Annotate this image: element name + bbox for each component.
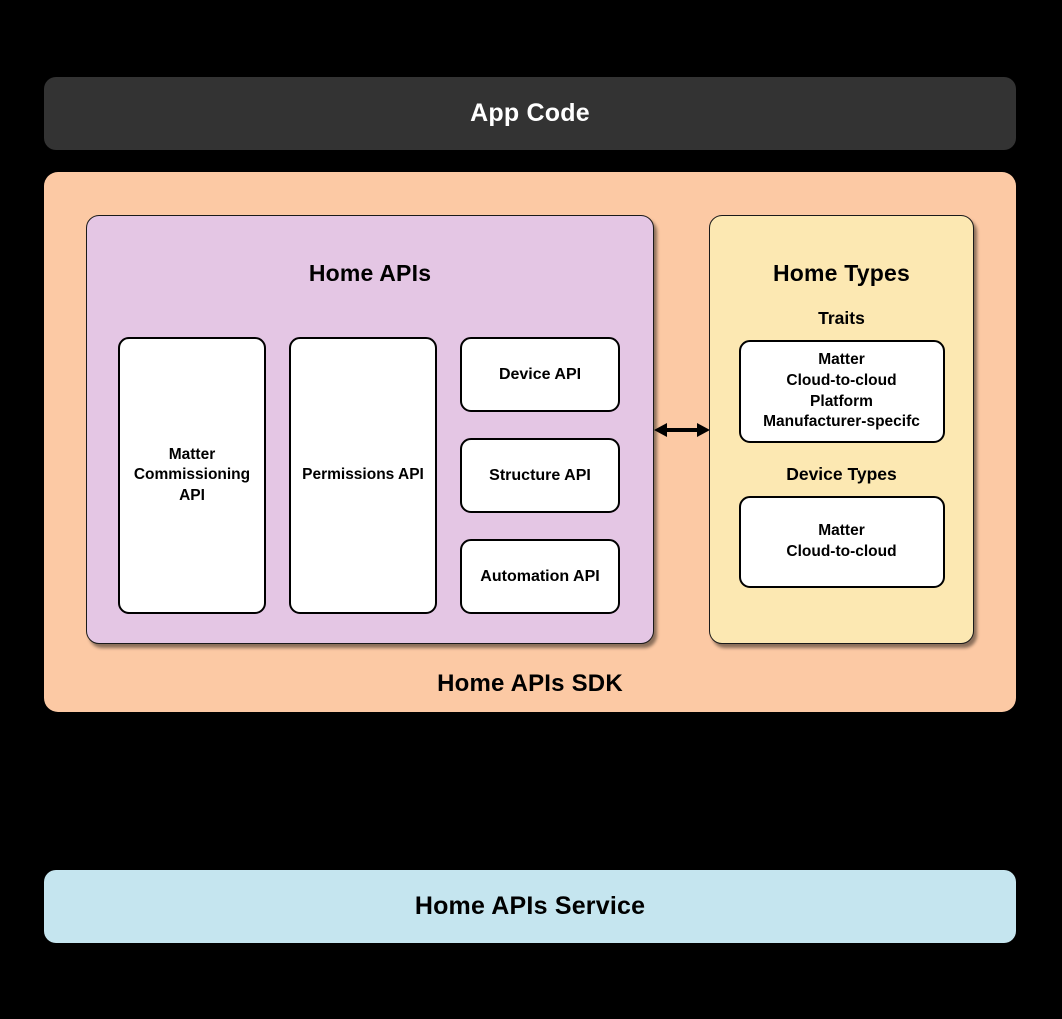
stacked-api-cards: Device API Structure API Automation API	[460, 337, 620, 614]
automation-api-card[interactable]: Automation API	[460, 539, 620, 614]
home-apis-service-block: Home APIs Service	[44, 870, 1016, 943]
device-api-card[interactable]: Device API	[460, 337, 620, 412]
home-types-title: Home Types	[772, 260, 911, 286]
device-api-label: Device API	[498, 365, 582, 383]
home-apis-title: Home APIs	[308, 260, 432, 286]
permissions-api-card[interactable]: Permissions API	[289, 337, 437, 614]
home-apis-service-label: Home APIs Service	[414, 892, 646, 920]
double-headed-arrow-icon	[654, 423, 710, 437]
app-code-block: App Code	[44, 77, 1016, 150]
app-code-label: App Code	[470, 99, 590, 127]
device-types-heading: Device Types	[786, 464, 897, 484]
traits-heading: Traits	[818, 308, 865, 328]
automation-api-label: Automation API	[480, 567, 600, 585]
home-apis-sdk-label: Home APIs SDK	[437, 670, 623, 697]
permissions-api-label: Permissions API	[302, 466, 424, 484]
structure-api-label: Structure API	[489, 466, 591, 484]
structure-api-card[interactable]: Structure API	[460, 438, 620, 513]
